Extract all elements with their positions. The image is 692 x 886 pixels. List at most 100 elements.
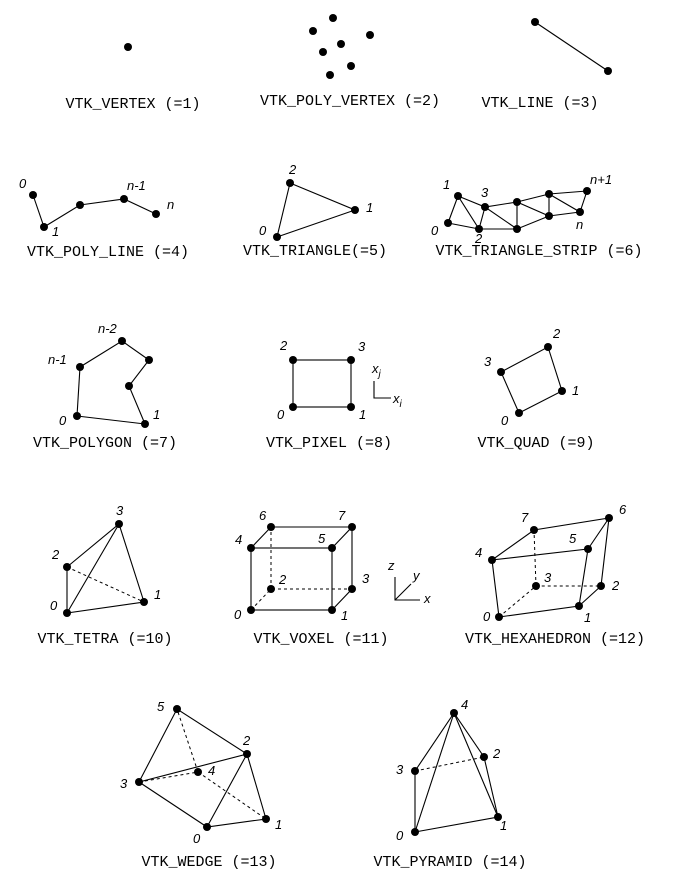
pyramid-edge [414,712,455,833]
polygon-point [73,412,81,420]
tetra-point [140,598,148,606]
line-point [604,67,612,75]
point-index: 4 [461,697,468,712]
point-index: 1 [341,608,348,623]
strip-point [481,203,489,211]
pixel-point [347,403,355,411]
tetra-edges [66,523,145,614]
poly-vertex-point [319,48,327,56]
point-index: n-1 [48,352,67,367]
point-index: 0 [483,609,491,624]
voxel-label: VTK_VOXEL (=11) [253,631,388,648]
point-index: n+1 [590,172,612,187]
point-index: 2 [474,231,483,246]
point-index: 7 [521,510,529,525]
point-index: 2 [492,746,501,761]
point-index: 1 [52,224,59,239]
point-index: 3 [362,571,370,586]
point-index: 2 [611,578,620,593]
poly-vertex-point [337,40,345,48]
voxel-axis-y [394,583,412,601]
strip-point [454,192,462,200]
wedge-hidden-edge [176,708,199,773]
cell-quad: 0 1 2 3 VTK_QUAD (=9) [477,326,594,452]
wedge-point [135,778,143,786]
point-index: 2 [51,547,60,562]
point-index: 0 [396,828,404,843]
point-index: 3 [481,185,489,200]
tetra-edge [66,523,120,614]
strip-point [444,219,452,227]
cell-voxel: 0 1 2 3 4 5 6 7 x y z VTK_VOXEL (=11) [234,508,431,648]
hex-point [584,545,592,553]
axis-z-label: z [387,558,395,573]
point-index: 1 [366,200,373,215]
pixel-axes [373,381,391,399]
voxel-hidden-edges [250,588,352,611]
polygon-edges [76,340,150,425]
wedge-label: VTK_WEDGE (=13) [141,854,276,871]
cell-pixel: 0 1 2 3 xi xj VTK_PIXEL (=8) [266,338,403,452]
poly-vertex-point [326,71,334,79]
tetra-point [63,563,71,571]
tetra-label: VTK_TETRA (=10) [37,631,172,648]
voxel-point [328,606,336,614]
wedge-point [203,823,211,831]
quad-point [515,409,523,417]
point-index: 2 [279,338,288,353]
strip-point [545,190,553,198]
quad-label: VTK_QUAD (=9) [477,435,594,452]
voxel-top-face [250,526,354,549]
triangle-point [351,206,359,214]
point-index: 0 [59,413,67,428]
hex-point [597,582,605,590]
point-index: n [576,217,583,232]
vertex-point [124,43,132,51]
hex-top-face [491,517,611,561]
pyramid-point [411,767,419,775]
line-edge [534,21,609,72]
poly-line-point [152,210,160,218]
point-index: 1 [584,610,591,625]
point-index: 0 [19,176,27,191]
wedge-side-faces [138,752,267,828]
point-index: 0 [277,407,285,422]
axis-x-j: xj [371,361,382,380]
point-index: 2 [278,572,287,587]
hex-point [575,602,583,610]
triangle-point [286,179,294,187]
point-index: 4 [235,532,242,547]
point-index: 0 [50,598,58,613]
point-index: n-2 [98,321,118,336]
voxel-point [348,585,356,593]
quad-edges [500,346,563,414]
point-index: 1 [153,407,160,422]
cell-pyramid: 0 1 2 3 4 VTK_PYRAMID (=14) [373,697,526,871]
poly-line-point [120,195,128,203]
voxel-right-face [331,527,353,611]
pixel-point [289,403,297,411]
cell-wedge: 0 1 2 3 4 5 VTK_WEDGE (=13) [120,699,282,871]
triangle-point [273,233,281,241]
wedge-top-face [137,708,249,783]
pixel-point [347,356,355,364]
polygon-point [76,363,84,371]
point-index: 1 [500,818,507,833]
point-index: 0 [501,413,509,428]
pyramid-point [494,813,502,821]
poly-line-edges [32,194,157,228]
strip-point [545,212,553,220]
point-index: 5 [157,699,165,714]
point-index: 1 [443,177,450,192]
point-index: 4 [208,763,215,778]
poly-vertex-point [347,62,355,70]
pixel-edges [292,359,352,408]
strip-point [576,208,584,216]
hex-front-face [491,548,589,618]
hex-point [532,582,540,590]
point-index: 5 [318,531,326,546]
point-index: 4 [475,545,482,560]
hexahedron-label: VTK_HEXAHEDRON (=12) [465,631,645,648]
cell-hexahedron: 0 1 2 3 4 5 6 7 VTK_HEXAHEDRON (=12) [465,502,645,648]
polygon-label: VTK_POLYGON (=7) [33,435,177,452]
